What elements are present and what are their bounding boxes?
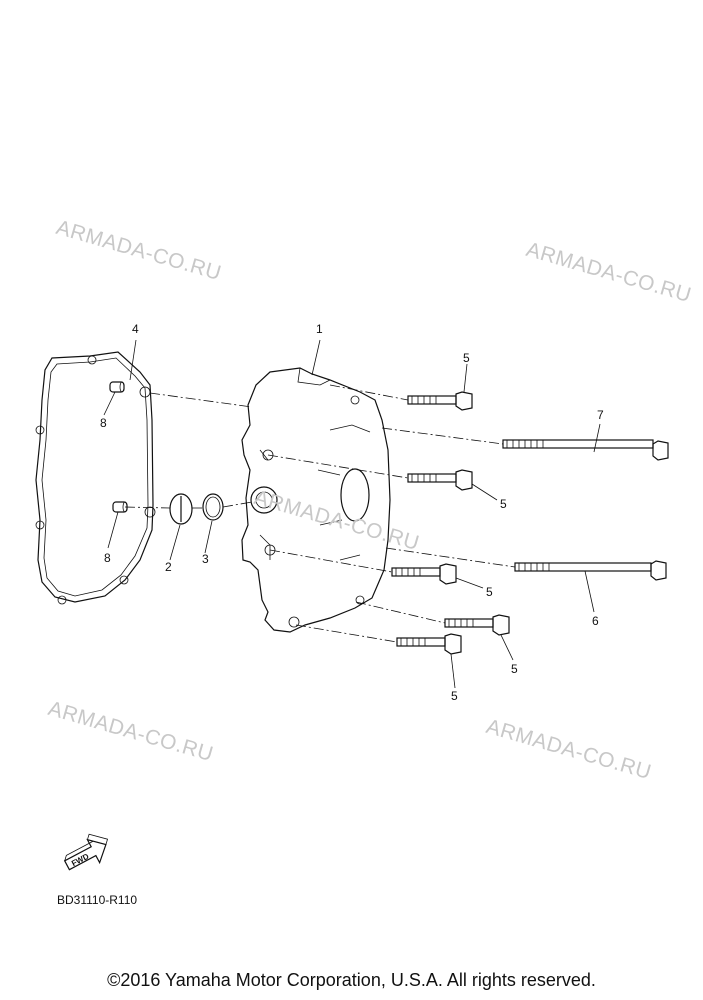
bolt-5-bottom [396,633,462,655]
bolt-5-middle [407,469,473,491]
bolt-5-lower [391,563,457,585]
callout-5-middle: 5 [500,497,507,511]
plug [169,493,193,525]
callout-3: 3 [202,552,209,566]
leader-lines [103,339,601,689]
bolt-5-right [444,614,510,636]
callout-5-top: 5 [463,351,470,365]
callout-8-upper: 8 [100,416,107,430]
dowel-pin-lower [112,501,128,513]
bolt-6-long [514,560,667,581]
fwd-label: FWD [70,852,91,869]
crankcase-cover [241,367,391,633]
bolt-7-long [502,439,669,461]
callout-1: 1 [316,322,323,336]
callout-5-bottom: 5 [451,689,458,703]
copyright-notice: ©2016 Yamaha Motor Corporation, U.S.A. A… [107,970,596,990]
callout-4: 4 [132,322,139,336]
callout-5-right: 5 [511,662,518,676]
gasket [35,351,156,605]
callout-5-lower: 5 [486,585,493,599]
callout-7: 7 [597,408,604,422]
callout-6: 6 [592,614,599,628]
assembly-lines [124,384,516,643]
dowel-pin-upper [109,381,125,393]
callout-2: 2 [165,560,172,574]
callout-8-lower: 8 [104,551,111,565]
diagram-code: BD31110-R110 [57,893,138,907]
fwd-arrow-icon: FWD [63,833,109,871]
bolt-5-top [407,391,473,411]
o-ring [202,493,224,521]
